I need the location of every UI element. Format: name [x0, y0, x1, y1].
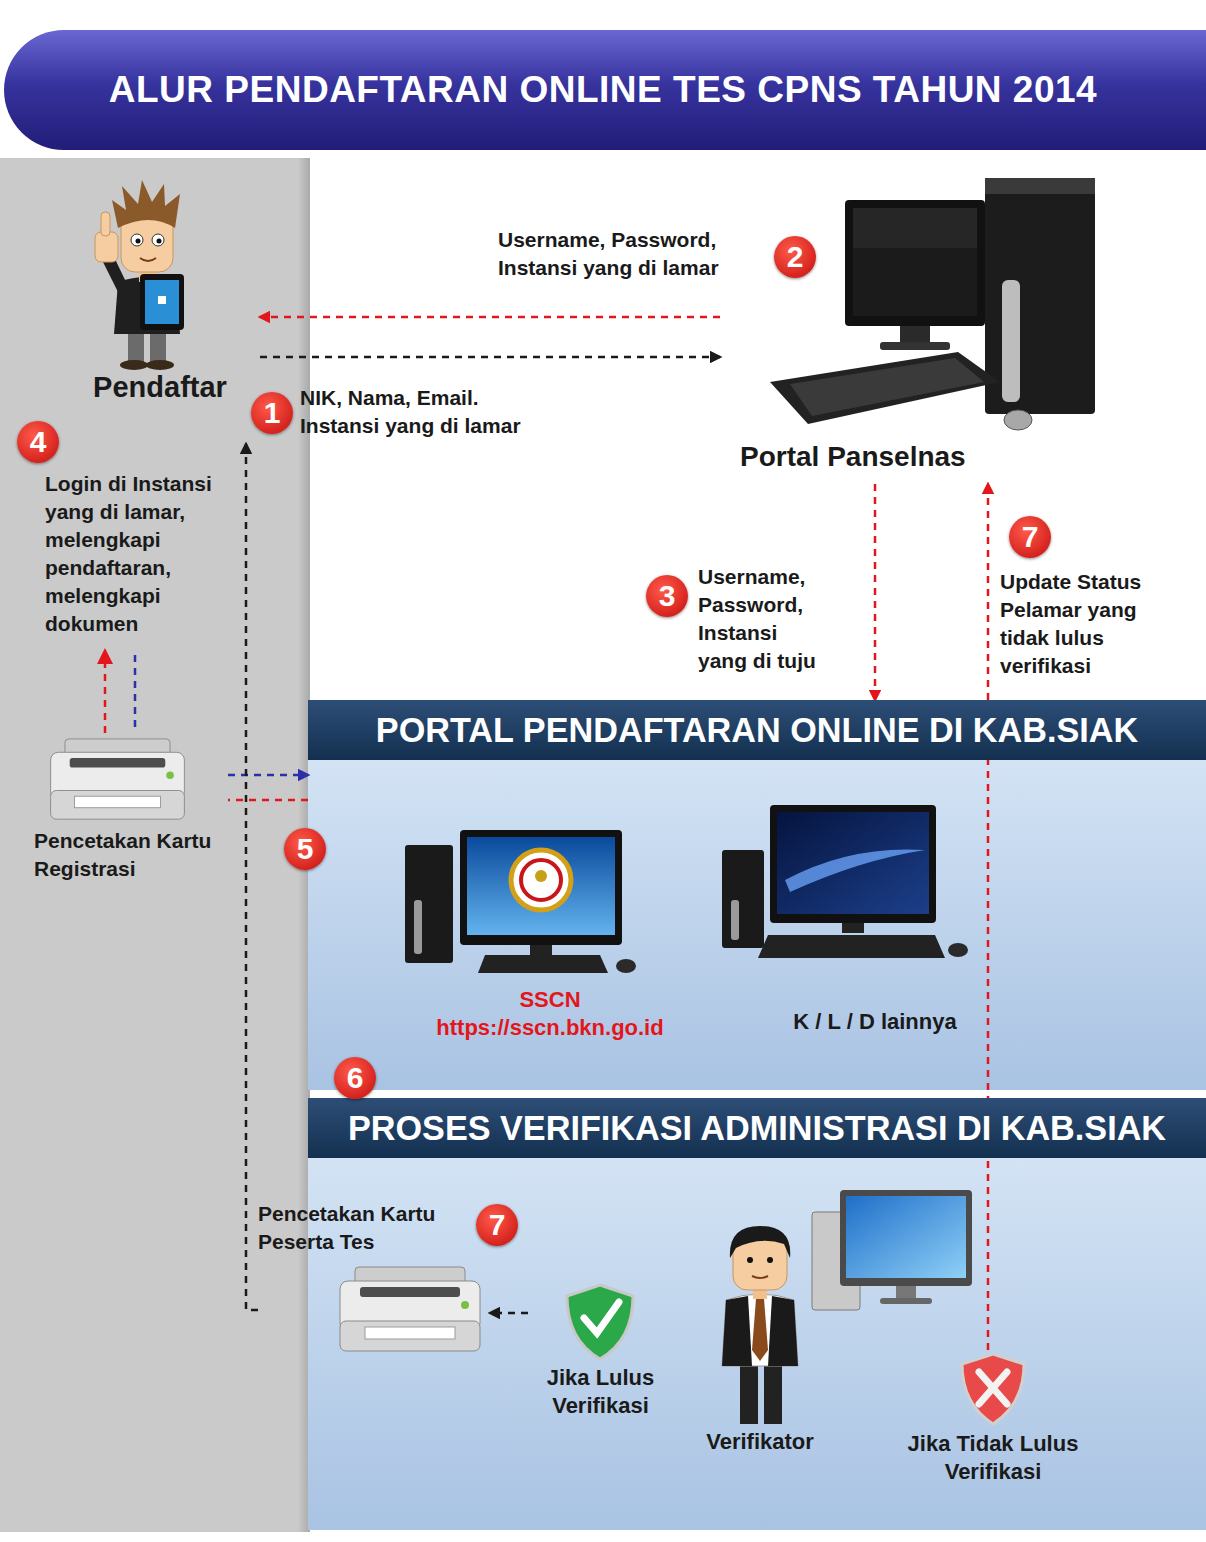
printer-station: Pencetakan Kartu Registrasi	[28, 735, 228, 889]
pass-shield	[567, 1285, 633, 1359]
panel-ground	[308, 1158, 1206, 1530]
node-label: Pencetakan Kartu Peserta Tes	[258, 1200, 490, 1256]
result-badge: Jika Tidak Lulus Verifikasi	[888, 1350, 1098, 1490]
printer-icon	[340, 1267, 480, 1351]
panel-ground	[308, 760, 1206, 1090]
flow-arrow	[874, 484, 877, 700]
flow-guide	[97, 648, 135, 733]
flow-arrow	[228, 799, 308, 802]
callout-number: 2	[774, 236, 816, 278]
panel-band	[308, 1098, 1206, 1158]
panel-header: PORTAL PENDAFTARAN ONLINE DI KAB.SIAK	[308, 700, 1206, 760]
callout-number: 7	[1009, 516, 1051, 558]
title-banner	[4, 30, 1206, 150]
node-label: K / L / D lainnya	[760, 1008, 990, 1036]
printer-station: Pencetakan Kartu Peserta Tes	[258, 1200, 490, 1356]
flow-arrow	[228, 774, 308, 777]
callout-number: 6	[334, 1057, 376, 1099]
flow-arrow	[260, 356, 720, 359]
server-computer	[770, 178, 1095, 430]
region-panel: PROSES VERIFIKASI ADMINISTRASI DI KAB.SI…	[308, 1098, 1206, 1530]
applicant: Pendaftar	[60, 178, 260, 444]
label-holder: Login di Instansi yang di lamar, melengk…	[45, 470, 237, 638]
label-holder: 3	[646, 575, 688, 617]
callout-number: 1	[251, 392, 293, 434]
computer-station: K / L / D lainnya	[760, 803, 990, 1040]
node-label: Portal Panselnas	[740, 440, 1105, 474]
edge-label: Username, Password, Instansi yang di tuj…	[698, 563, 828, 675]
node-label: Jika Tidak Lulus Verifikasi	[888, 1430, 1098, 1486]
result-badge: Jika Lulus Verifikasi	[528, 1282, 673, 1424]
edge-label-holder: NIK, Nama, Email. Instansi yang di lamar	[300, 384, 550, 440]
node-label: Pendaftar	[60, 370, 260, 404]
panel-band	[308, 700, 1206, 760]
fail-shield	[962, 1354, 1024, 1424]
edge-label-holder: Username, Password, Instansi yang di tuj…	[698, 563, 828, 675]
edge-label: Update Status Pelamar yang tidak lulus v…	[1000, 568, 1185, 680]
applicant-column	[0, 158, 300, 1532]
edge-label-holder: Update Status Pelamar yang tidak lulus v…	[1000, 568, 1185, 680]
verifier-computer	[812, 1190, 972, 1310]
diagram-title: ALUR PENDAFTARAN ONLINE TES CPNS TAHUN 2…	[109, 69, 1097, 111]
node-label: Verifikator	[685, 1428, 835, 1456]
portal-server: Portal Panselnas	[720, 172, 1105, 484]
node-label: Jika Lulus Verifikasi	[528, 1364, 673, 1420]
panel-header: PROSES VERIFIKASI ADMINISTRASI DI KAB.SI…	[308, 1098, 1206, 1158]
computer-station: SSCNhttps://sscn.bkn.go.id	[415, 828, 685, 1046]
region-panel: PORTAL PENDAFTARAN ONLINE DI KAB.SIAK SSC…	[308, 700, 1206, 1090]
label-holder: 7	[476, 1204, 518, 1246]
printer-icon	[51, 739, 185, 819]
verifier-figure	[722, 1226, 798, 1424]
node-label: https://sscn.bkn.go.id	[415, 1014, 685, 1042]
label-holder: 1	[251, 392, 293, 434]
label-holder: 5	[284, 828, 326, 870]
flow-arrow	[260, 316, 720, 319]
label-holder: 7	[1009, 516, 1051, 558]
verifier: Verifikator	[685, 1228, 835, 1460]
callout-number: 4	[17, 421, 59, 463]
callout-number: 3	[646, 575, 688, 617]
callout-number: 7	[476, 1204, 518, 1246]
edge-label: Username, Password, Instansi yang di lam…	[498, 226, 770, 282]
flow-arrow	[246, 444, 258, 1310]
label-holder: 4	[17, 421, 59, 463]
sscn-computer	[405, 830, 636, 973]
edge-label-holder: Username, Password, Instansi yang di lam…	[498, 226, 770, 282]
label-holder: 6	[334, 1057, 376, 1099]
node-label: Pencetakan Kartu Registrasi	[34, 827, 228, 883]
title-holder: ALUR PENDAFTARAN ONLINE TES CPNS TAHUN 2…	[0, 30, 1206, 150]
step-note: Login di Instansi yang di lamar, melengk…	[45, 470, 237, 638]
applicant-figure	[95, 180, 184, 370]
agency-computer	[722, 805, 968, 958]
flow-arrow	[987, 484, 990, 1350]
flow-arrow	[490, 1312, 528, 1315]
edge-label: NIK, Nama, Email. Instansi yang di lamar	[300, 384, 550, 440]
callout-number: 5	[284, 828, 326, 870]
label-holder: 2	[774, 236, 816, 278]
node-label: SSCN	[415, 986, 685, 1014]
